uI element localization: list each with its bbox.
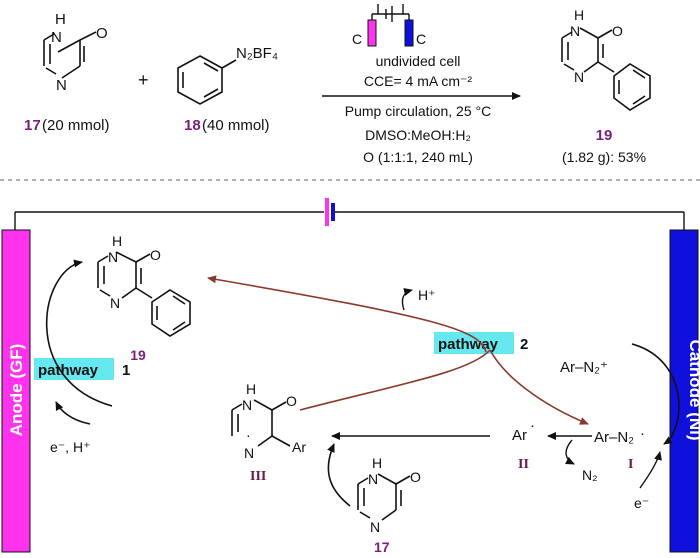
m19-h: H [112,233,122,249]
circuit-wire [14,211,685,230]
compound-17-label: 17 [24,117,41,134]
product-19-structure [561,27,651,111]
pathway-2-number: 2 [520,336,528,353]
c17-o: O [96,25,108,42]
condition-0: undivided cell [376,53,461,69]
plus-sign: + [138,70,149,90]
p19-nh: N [570,23,580,39]
roman-I: I [628,457,633,472]
anode-electrode [1,229,31,553]
m17-o: O [410,469,421,485]
condition-4: O (1:1:1, 240 mL) [363,149,473,165]
diazonium-ion: Ar–N₂⁺ [560,359,608,376]
m3-o: O [286,393,297,409]
roman-II: II [518,457,529,472]
cathode-electrode [669,229,699,553]
roman-III: III [250,469,266,484]
electrode-cell-icon [367,4,414,47]
intermediate-III-structure [231,399,291,447]
n2bf4-text: N₂BF₄ [236,45,278,62]
condition-3: DMSO:MeOH:H₂ [365,127,471,143]
m3-nh: N [242,397,252,413]
product-19-yield: (1.82 g): 53% [562,149,646,165]
cathode-label: Cathode (Ni) [686,339,700,440]
pathway-1-number: 1 [122,362,130,379]
mech-compound-17-label: 17 [374,539,390,555]
pathway-2-label: pathway [438,336,499,353]
pathway-1-label: pathway [38,362,99,379]
pathway-2-to-product-arrow [207,275,487,353]
aryl-radical: Ar [512,427,527,444]
diazenyl-dot: · [640,425,645,442]
p19-h: H [574,7,584,23]
cathode-cycle-arrow [631,343,680,445]
cathode-e-arrow [639,451,662,489]
c17-nh: N [51,29,62,46]
battery-minus-plate [331,203,335,221]
h-plus-text: H⁺ [418,287,436,303]
pathway-2-to-I-arrow [489,349,589,425]
h-plus-arrow [401,288,413,311]
m19-o: O [150,247,161,263]
m17-h: H [372,455,382,471]
diazenyl-radical: Ar–N₂ [594,429,634,446]
product-19-label: 19 [596,127,613,144]
m3-h: H [246,381,256,397]
pathway-2-from-III-arrow [299,349,491,411]
mech-product-19-structure [97,251,191,337]
mech-product-19-label: 19 [130,347,146,363]
m3-n: N [244,445,254,461]
m19-nh: N [108,249,118,265]
compound-17-structure [43,31,97,79]
mech-compound-17-structure [357,473,411,521]
anode-e-arrow [55,401,91,425]
condition-1: CCE= 4 mA cm⁻² [364,73,472,89]
m3-dot: · [246,427,251,443]
p19-n: N [574,69,584,85]
c17-h: H [55,11,66,28]
condition-2: Pump circulation, 25 °C [345,103,491,119]
battery-plus-plate [325,198,329,226]
compound-18-benzene [177,55,237,105]
m19-n: N [110,295,120,311]
anode-label: Anode (GF) [7,344,26,437]
e-h-plus-text: e⁻, H⁺ [50,439,90,455]
cmpd17-join-arrow [327,443,351,507]
electrode-left-label: C [352,31,362,47]
compound-18-label: 18 [184,117,201,134]
n2-text: N₂ [582,467,598,483]
c17-n: N [56,77,67,94]
pathway-1-highlight [34,358,114,380]
m17-n: N [370,519,380,535]
pathway-2-highlight [434,332,514,354]
m3-ar: Ar [292,439,306,455]
anode-cycle-arrow [45,259,113,407]
m17-nh: N [368,471,378,487]
compound-18-amount: (40 mmol) [202,117,270,134]
electrode-right-label: C [416,31,426,47]
aryl-radical-dot: · [530,417,535,434]
cathode-e-text: e⁻ [634,495,649,511]
compound-17-amount: (20 mmol) [42,117,110,134]
n2-release-arrow [565,439,575,465]
p19-o: O [612,23,623,39]
